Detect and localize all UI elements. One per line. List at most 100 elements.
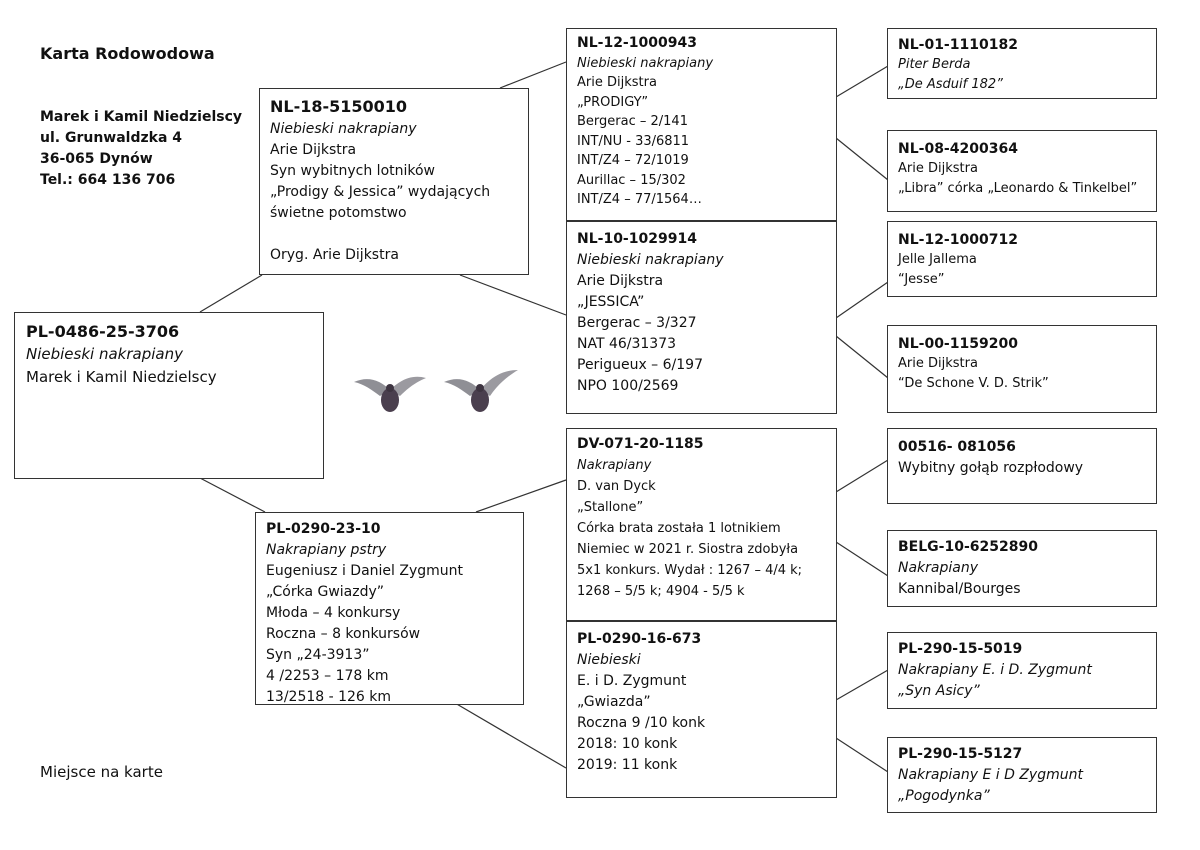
- grandparent-ring: NL-12-1000943: [577, 35, 697, 51]
- grandparent-ring: DV-071-20-1185: [577, 436, 704, 452]
- owner-info: Marek i Kamil Niedzielscy ul. Grunwaldzk…: [40, 107, 242, 191]
- grandparent-line: Roczna 9 /10 konk: [577, 715, 706, 731]
- owner-name: Marek i Kamil Niedzielscy: [40, 109, 243, 125]
- connector-line: [499, 61, 567, 89]
- subject-breeder: Marek i Kamil Niedzielscy: [26, 368, 217, 386]
- grandparent-line: NAT 46/31373: [577, 336, 677, 352]
- grandparent-line: E. i D. Zygmunt: [577, 673, 687, 689]
- ggp-ring: NL-08-4200364: [898, 141, 1018, 157]
- grandparent-line: Arie Dijkstra: [577, 273, 664, 289]
- dam-line: Roczna – 8 konkursów: [266, 626, 421, 642]
- dam-line: 13/2518 - 126 km: [266, 689, 392, 705]
- ggp-line: Jelle Jallema: [898, 252, 977, 267]
- grandparent-color: Niebieski nakrapiany: [577, 55, 714, 71]
- grandparent-line: Córka brata została 1 lotnikiem: [577, 521, 781, 536]
- dam-line: 4 /2253 – 178 km: [266, 668, 389, 684]
- connector-line: [835, 335, 889, 379]
- grandparent-line: NPO 100/2569: [577, 378, 679, 394]
- granddam-maternal-card: PL-0290-16-673 Niebieski E. i D. Zygmunt…: [566, 621, 837, 798]
- great-grandparent-card: NL-12-1000712 Jelle Jallema “Jesse”: [887, 221, 1157, 297]
- owner-city: 36-065 Dynów: [40, 151, 153, 167]
- grandparent-line: 2018: 10 konk: [577, 736, 678, 752]
- dam-color: Nakrapiany pstry: [266, 542, 387, 558]
- grandparent-line: Bergerac – 3/327: [577, 315, 697, 331]
- footer-note: Miejsce na karte: [40, 763, 163, 781]
- connector-line: [199, 477, 266, 513]
- connector-line: [835, 737, 889, 773]
- great-grandparent-card: NL-08-4200364 Arie Dijkstra „Libra” córk…: [887, 130, 1157, 212]
- dam-line: „Córka Gwiazdy”: [266, 584, 385, 600]
- grandparent-line: Aurillac – 15/302: [577, 172, 686, 188]
- ggp-ring: PL-290-15-5019: [898, 641, 1023, 657]
- grandparent-color: Niebieski nakrapiany: [577, 252, 724, 268]
- sire-line: [270, 224, 518, 245]
- ggp-line: „Libra” córka „Leonardo & Tinkelbel”: [898, 181, 1138, 196]
- great-grandparent-card: NL-00-1159200 Arie Dijkstra “De Schone V…: [887, 325, 1157, 413]
- great-grandparent-card: 00516- 081056 Wybitny gołąb rozpłodowy: [887, 428, 1157, 504]
- subject-color: Niebieski nakrapiany: [26, 345, 183, 363]
- grandparent-line: Perigueux – 6/197: [577, 357, 703, 373]
- ggp-line: „De Asduif 182”: [898, 77, 1003, 92]
- sire-line: „Prodigy & Jessica” wydających: [270, 184, 491, 200]
- ggp-line: Kannibal/Bourges: [898, 581, 1021, 597]
- connector-line: [835, 669, 889, 701]
- great-grandparent-card: BELG-10-6252890 Nakrapiany Kannibal/Bour…: [887, 530, 1157, 607]
- connector-line: [459, 274, 567, 316]
- grandparent-line: INT/NU - 33/6811: [577, 133, 690, 149]
- grandparent-line: Bergerac – 2/141: [577, 114, 688, 129]
- grandparent-line: D. van Dyck: [577, 479, 656, 494]
- ggp-line: „Pogodynka”: [898, 788, 990, 804]
- ggp-ring: PL-290-15-5127: [898, 746, 1023, 762]
- ggp-ring: NL-12-1000712: [898, 232, 1018, 248]
- sire-line: świetne potomstwo: [270, 205, 407, 221]
- grandparent-line: 1268 – 5/5 k; 4904 - 5/5 k: [577, 584, 745, 599]
- ggp-line: Arie Dijkstra: [898, 161, 978, 176]
- ggp-ring: NL-01-1110182: [898, 37, 1018, 53]
- owner-phone: Tel.: 664 136 706: [40, 172, 176, 188]
- sire-line: Oryg. Arie Dijkstra: [270, 247, 399, 263]
- page-title: Karta Rodowodowa: [40, 44, 215, 63]
- grandsire-maternal-card: DV-071-20-1185 Nakrapiany D. van Dyck „S…: [566, 428, 837, 621]
- grandparent-line: INT/Z4 – 72/1019: [577, 153, 689, 168]
- sire-card: NL-18-5150010 Niebieski nakrapiany Arie …: [259, 88, 529, 275]
- grandparent-line: „Gwiazda”: [577, 694, 651, 710]
- sire-line: Arie Dijkstra: [270, 142, 357, 158]
- ggp-ring: BELG-10-6252890: [898, 539, 1038, 555]
- ggp-line: Piter Berda: [898, 57, 971, 72]
- owner-street: ul. Grunwaldzka 4: [40, 130, 183, 146]
- ggp-line: Arie Dijkstra: [898, 356, 978, 371]
- grandparent-color: Niebieski: [577, 652, 641, 668]
- dam-ring: PL-0290-23-10: [266, 521, 381, 537]
- connector-line: [199, 274, 263, 313]
- subject-card: PL-0486-25-3706 Niebieski nakrapiany Mar…: [14, 312, 324, 479]
- granddam-paternal-card: NL-10-1029914 Niebieski nakrapiany Arie …: [566, 221, 837, 414]
- grandparent-line: 2019: 11 konk: [577, 757, 678, 773]
- dam-card: PL-0290-23-10 Nakrapiany pstry Eugeniusz…: [255, 512, 524, 705]
- ggp-line: “Jesse”: [898, 272, 945, 287]
- connector-line: [835, 65, 889, 98]
- ggp-line: Wybitny gołąb rozpłodowy: [898, 460, 1084, 476]
- ggp-line: Nakrapiany E i D Zygmunt: [898, 767, 1083, 783]
- dam-line: Eugeniusz i Daniel Zygmunt: [266, 563, 463, 579]
- grandparent-ring: NL-10-1029914: [577, 231, 697, 247]
- grandparent-line: „PRODIGY”: [577, 94, 649, 110]
- grandparent-line: „JESSICA”: [577, 294, 645, 310]
- connector-line: [835, 459, 889, 493]
- grandparent-ring: PL-0290-16-673: [577, 631, 702, 647]
- connector-line: [835, 541, 889, 577]
- ggp-line: „Syn Asicy”: [898, 683, 980, 699]
- ggp-ring: NL-00-1159200: [898, 336, 1018, 352]
- ggp-ring: 00516- 081056: [898, 439, 1016, 455]
- great-grandparent-card: NL-01-1110182 Piter Berda „De Asduif 182…: [887, 28, 1157, 99]
- grandparent-line: Niemiec w 2021 r. Siostra zdobyła: [577, 542, 799, 557]
- subject-ring: PL-0486-25-3706: [26, 322, 180, 341]
- ggp-line: “De Schone V. D. Strik”: [898, 376, 1049, 391]
- connector-line: [835, 281, 889, 319]
- grandparent-line: Arie Dijkstra: [577, 75, 657, 90]
- grandparent-line: INT/Z4 – 77/1564…: [577, 192, 702, 207]
- grandparent-line: „Stallone”: [577, 500, 644, 515]
- pigeon-icon: [444, 370, 518, 412]
- grandparent-line: 5x1 konkurs. Wydał : 1267 – 4/4 k;: [577, 563, 803, 578]
- sire-color: Niebieski nakrapiany: [270, 121, 417, 137]
